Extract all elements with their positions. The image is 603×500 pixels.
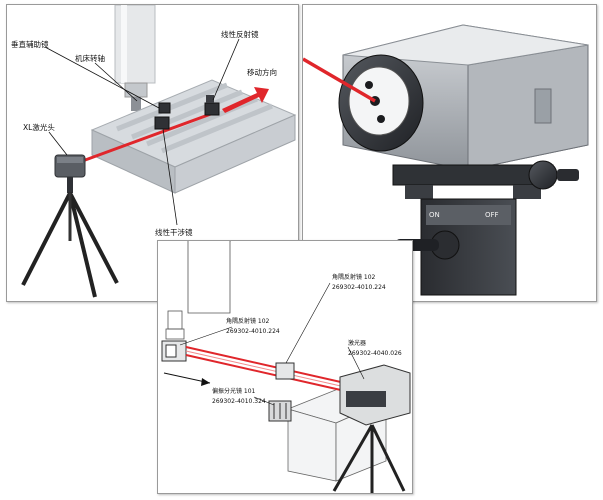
switch-on-label: ON	[429, 211, 440, 219]
magnetic-base	[395, 198, 517, 296]
schematic-laser-beams	[185, 346, 355, 394]
label-laser-name: 激光器	[348, 339, 366, 347]
laser-head-on-tripod	[21, 154, 119, 298]
laser-beam	[303, 57, 376, 103]
laser-beam	[76, 109, 220, 165]
leader-lines	[44, 38, 240, 226]
label-spindle: 机床转轴	[75, 53, 105, 63]
spindle-column	[114, 5, 156, 111]
schematic-panel: 角隅反射镜 102 269302-4010.224 角隅反射镜 102 2693…	[157, 240, 413, 494]
label-retro-top-code: 269302-4010.224	[332, 284, 386, 291]
schematic-beam-splitter	[268, 362, 295, 422]
schematic-direction-arrow	[163, 372, 211, 386]
label-linear-reflector: 线性反射镜	[221, 29, 259, 39]
schematic-leader-lines	[179, 282, 365, 406]
label-linear-interferometer: 线性干涉镜	[155, 227, 193, 237]
label-laser-head: XL激光头	[23, 122, 55, 132]
mounting-bracket	[392, 160, 579, 199]
move-direction-arrow	[222, 87, 269, 113]
label-vertical-aux-mirror: 垂直辅助镜	[11, 39, 49, 49]
label-splitter-name: 偏振分光镜 101	[212, 387, 256, 395]
label-move-direction: 移动方向	[247, 67, 277, 77]
schematic-laser-unit	[332, 364, 411, 493]
front-aperture	[338, 54, 424, 152]
label-retro-left-code: 269302-4010.224	[226, 328, 280, 335]
schematic-spindle	[165, 241, 232, 340]
machine-setup-panel: 垂直辅助镜 机床转轴 线性反射镜 移动方向 XL激光头 线性干涉镜	[6, 4, 299, 302]
label-laser-code: 269302-4040.026	[348, 350, 402, 357]
optics-schematic: 角隅反射镜 102 269302-4010.224 角隅反射镜 102 2693…	[161, 241, 411, 493]
linear-reflector-block	[204, 95, 220, 116]
label-splitter-code: 269302-4010.324	[212, 398, 266, 405]
machine-setup-diagram: 垂直辅助镜 机床转轴 线性反射镜 移动方向 XL激光头 线性干涉镜	[11, 5, 297, 298]
vertical-aux-mirror-block	[158, 102, 171, 114]
linear-interferometer-block	[154, 116, 170, 130]
switch-off-label: OFF	[485, 211, 499, 219]
label-retro-top-name: 角隅反射镜 102	[332, 273, 376, 281]
label-retro-left-name: 角隅反射镜 102	[226, 317, 270, 325]
laser-head-illustration: ON OFF	[303, 24, 589, 296]
